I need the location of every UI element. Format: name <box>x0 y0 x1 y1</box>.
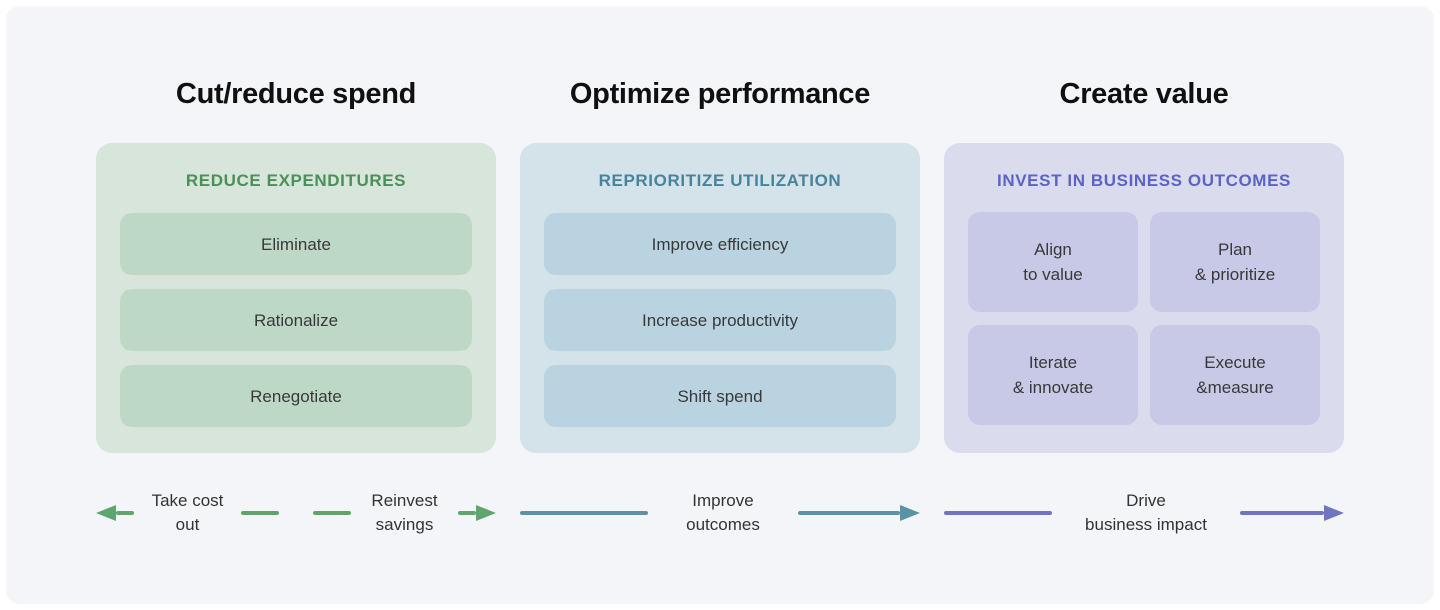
footer-cut-reduce-spend: Take cost out Reinvest savings <box>96 489 496 537</box>
dash-line-icon <box>313 511 351 515</box>
list-item-improve-efficiency: Improve efficiency <box>544 213 896 275</box>
grid-item-align-to-value: Align to value <box>968 212 1138 312</box>
footer-label-drive-business-impact: Drive business impact <box>1085 491 1207 534</box>
footer-label-take-cost-out: Take cost out <box>151 491 224 534</box>
column-title-optimize-performance: Optimize performance <box>569 78 871 110</box>
column-title-create-value: Create value <box>1059 78 1229 110</box>
footer-create-value: Drive business impact <box>944 489 1344 537</box>
invest-in-business-outcomes-card: INVEST IN BUSINESS OUTCOMES Align to val… <box>944 143 1344 453</box>
footer-optimize-performance: Improve outcomes <box>520 489 920 537</box>
column-optimize-performance: Optimize performance REPRIORITIZE UTILIZ… <box>520 6 920 604</box>
arrow-left-icon <box>96 505 134 521</box>
card-heading-invest-in-business-outcomes: INVEST IN BUSINESS OUTCOMES <box>997 171 1291 190</box>
column-create-value: Create value INVEST IN BUSINESS OUTCOMES… <box>944 6 1344 604</box>
grid-item-execute-measure: Execute &measure <box>1150 325 1320 425</box>
arrow-right-icon <box>1240 505 1344 521</box>
list-item-renegotiate: Renegotiate <box>120 365 472 427</box>
line-icon <box>520 511 648 515</box>
list-item-eliminate: Eliminate <box>120 213 472 275</box>
card-heading-reduce-expenditures: REDUCE EXPENDITURES <box>185 171 407 190</box>
arrow-right-icon <box>458 505 496 521</box>
column-cut-reduce-spend: Cut/reduce spend REDUCE EXPENDITURES Eli… <box>96 6 496 604</box>
reduce-expenditures-card: REDUCE EXPENDITURES Eliminate Rationaliz… <box>96 143 496 453</box>
footer-label-improve-outcomes: Improve outcomes <box>686 491 760 534</box>
dash-line-icon <box>241 511 279 515</box>
reprioritize-utilization-card: REPRIORITIZE UTILIZATION Improve efficie… <box>520 143 920 453</box>
list-item-rationalize: Rationalize <box>120 289 472 351</box>
grid-item-iterate-innovate: Iterate & innovate <box>968 325 1138 425</box>
footer-label-reinvest-savings: Reinvest savings <box>371 491 438 534</box>
diagram-canvas: Cut/reduce spend REDUCE EXPENDITURES Eli… <box>6 6 1434 604</box>
grid-item-plan-prioritize: Plan & prioritize <box>1150 212 1320 312</box>
column-title-cut-reduce-spend: Cut/reduce spend <box>175 78 417 110</box>
item-list-reduce-expenditures: Eliminate Rationalize Renegotiate <box>120 213 472 427</box>
card-heading-reprioritize-utilization: REPRIORITIZE UTILIZATION <box>598 171 842 190</box>
list-item-increase-productivity: Increase productivity <box>544 289 896 351</box>
list-item-shift-spend: Shift spend <box>544 365 896 427</box>
line-icon <box>944 511 1052 515</box>
item-list-reprioritize-utilization: Improve efficiency Increase productivity… <box>544 213 896 427</box>
arrow-right-icon <box>798 505 920 521</box>
item-grid-business-outcomes: Align to value Plan & prioritize Iterate… <box>968 212 1320 425</box>
